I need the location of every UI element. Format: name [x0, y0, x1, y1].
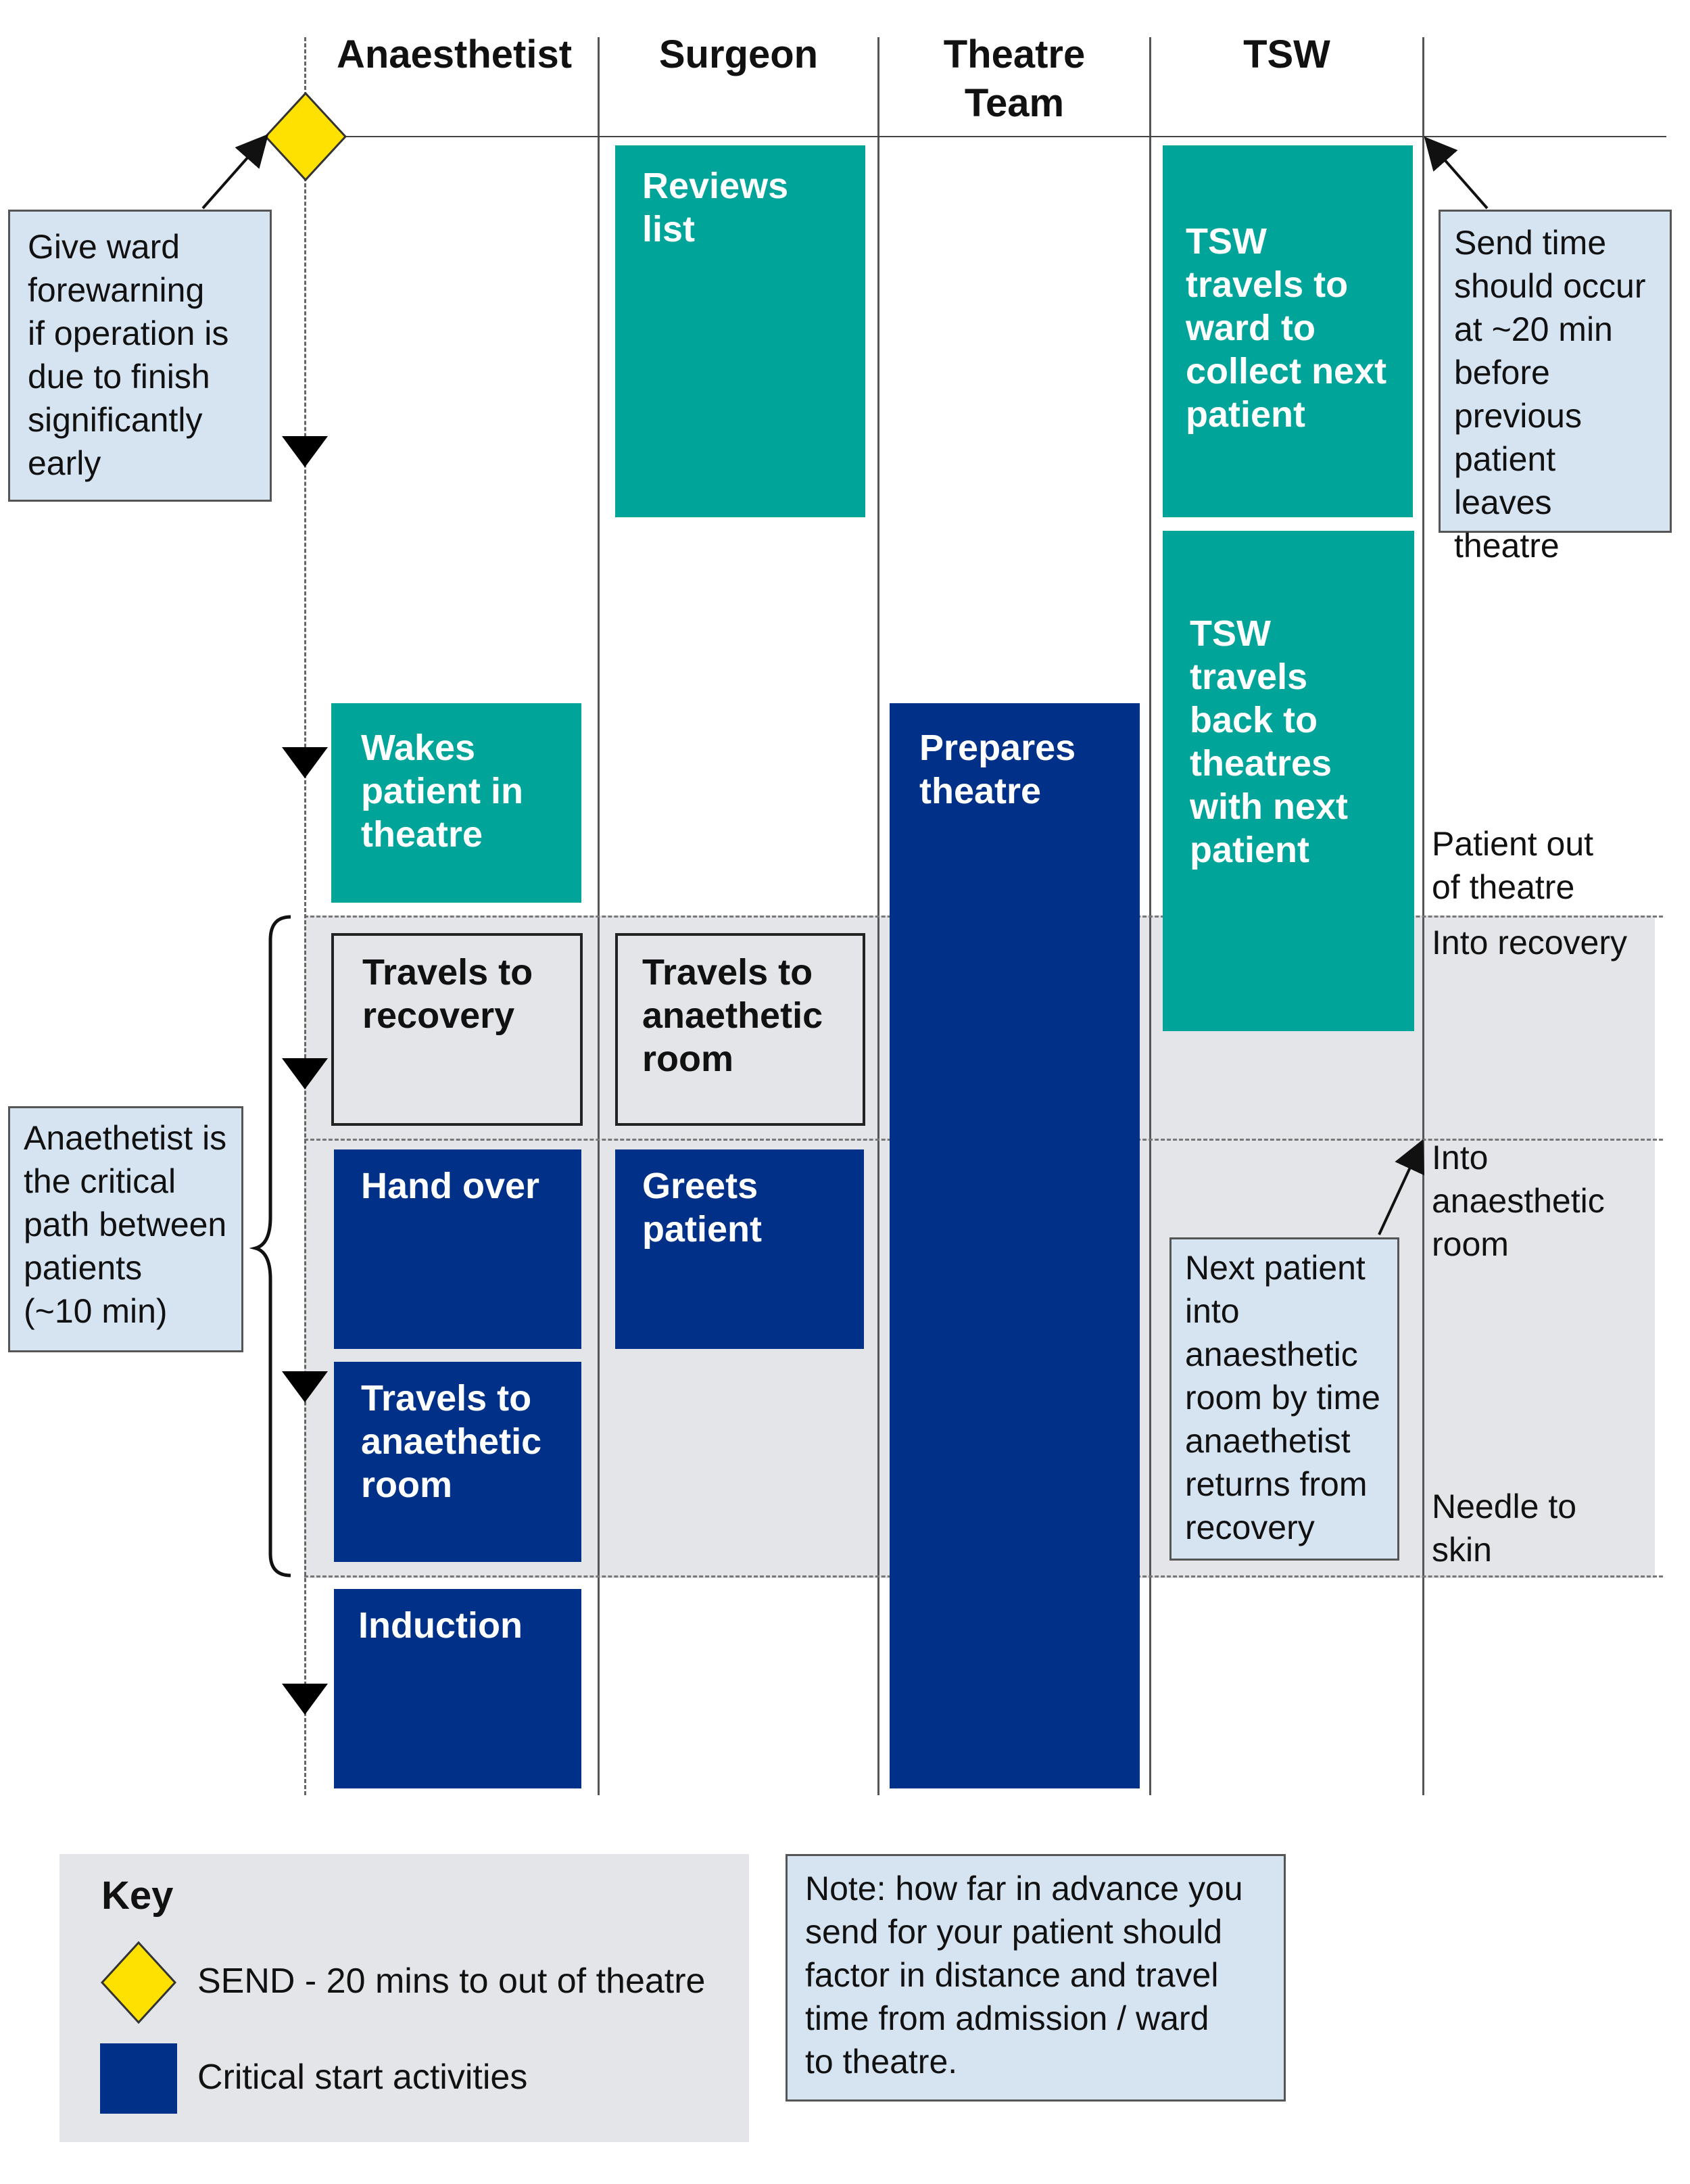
key-critical-swatch — [100, 2043, 177, 2114]
activity-travels-to-recovery: Travels to recovery — [331, 933, 583, 1126]
activity-greets-patient: Greets patient — [615, 1149, 864, 1349]
note-advance: Note: how far in advance you send for yo… — [786, 1854, 1286, 2102]
timeline-axis — [304, 37, 306, 1795]
activity-hand-over: Hand over — [334, 1149, 581, 1349]
note-next-patient: Next patient into anaesthetic room by ti… — [1169, 1237, 1399, 1561]
key-send-label: SEND - 20 mins to out of theatre — [197, 1962, 706, 2001]
timeline-arrow-icon — [282, 1371, 328, 1402]
milestone-patient-out: Patient out of theatre — [1432, 825, 1594, 906]
timeline-arrow-icon — [282, 1684, 328, 1715]
column-header-theatre-team: Theatre Team — [943, 32, 1086, 125]
forewarning-arrow — [201, 134, 269, 210]
milestone-needle-to-skin: Needle to skin — [1432, 1488, 1577, 1569]
activity-travels-to-anaethetic-room: Travels to anaethetic room — [334, 1362, 581, 1562]
activity-wakes-patient: Wakes patient in theatre — [331, 703, 581, 903]
milestone-into-anaesthetic: Into anaesthetic room — [1432, 1139, 1605, 1263]
send-diamond-icon — [264, 91, 347, 182]
milestone-into-recovery: Into recovery — [1432, 924, 1628, 962]
timeline-arrow-icon — [282, 747, 328, 778]
activity-induction: Induction — [334, 1589, 581, 1788]
timeline-arrow-icon — [282, 436, 328, 467]
note-critical-path: Anaethetist is the critical path between… — [8, 1106, 243, 1352]
next-patient-arrow — [1378, 1139, 1424, 1235]
note-send-time: Send time should occur at ~20 min before… — [1439, 210, 1672, 565]
activity-reviews-list: Reviews list — [615, 145, 865, 517]
activity-tsw-travels-back: TSW travels back to theatres with next p… — [1163, 531, 1414, 1031]
timeline-arrow-icon — [282, 1058, 328, 1089]
key-send-diamond-icon — [100, 1941, 177, 2024]
key-title: Key — [101, 1874, 174, 1918]
key-critical-label: Critical start activities — [197, 2058, 528, 2097]
column-header-surgeon: Surgeon — [658, 32, 819, 76]
activity-tsw-travels-to-ward: TSW travels to ward to collect next pati… — [1163, 145, 1413, 517]
column-header-tsw: TSW — [1243, 32, 1330, 76]
send-time-arrow — [1424, 136, 1489, 210]
critical-path-bracket — [249, 915, 291, 1577]
send-timeline — [308, 136, 1666, 137]
note-forewarning: Give ward forewarning if operation is du… — [8, 210, 272, 502]
column-header-anaesthetist: Anaesthetist — [336, 32, 573, 76]
activity-surgeon-travels-to-anaethetic-room: Travels to anaethetic room — [615, 933, 865, 1126]
activity-prepares-theatre: Prepares theatre — [890, 703, 1140, 1788]
